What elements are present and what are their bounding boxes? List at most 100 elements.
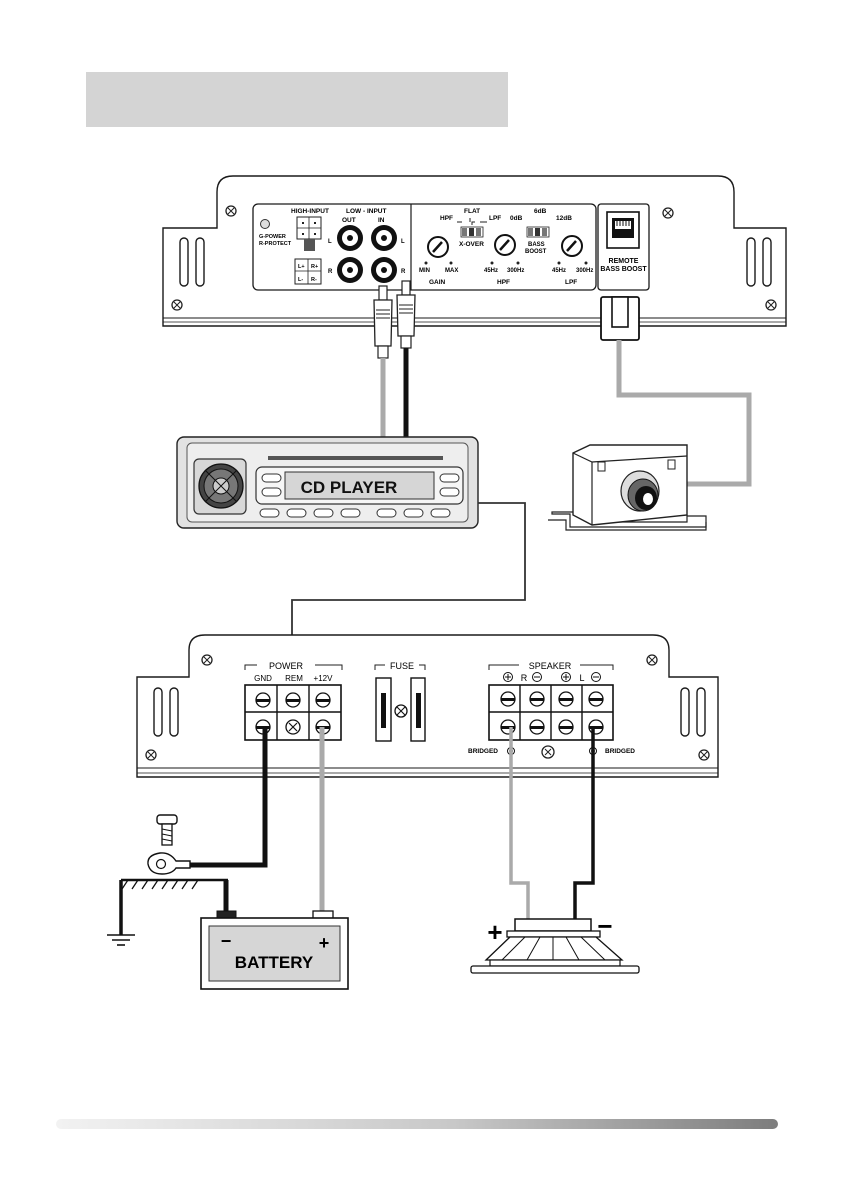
low-input-label: LOW - INPUT bbox=[346, 208, 386, 215]
rem-screw-icon bbox=[286, 720, 300, 734]
battery: − + BATTERY bbox=[201, 911, 348, 989]
remote-label: REMOTE bbox=[609, 258, 639, 265]
power-led bbox=[261, 220, 270, 229]
lpf-45hz-label: 45Hz bbox=[552, 268, 566, 274]
cd-button[interactable] bbox=[440, 474, 459, 482]
xover-label: X-OVER bbox=[459, 241, 484, 248]
gain-min-label: MIN bbox=[419, 268, 430, 274]
hpf-45hz-label: 45Hz bbox=[484, 268, 498, 274]
bridged-right-label: BRIDGED bbox=[605, 748, 635, 755]
l-plus-label: L+ bbox=[298, 264, 305, 270]
hpf-300hz-label: 300Hz bbox=[507, 268, 524, 274]
bridged-left-label: BRIDGED bbox=[468, 748, 498, 755]
gnd-label: GND bbox=[254, 674, 272, 683]
bass-boost-switch[interactable] bbox=[527, 227, 549, 237]
out-label: OUT bbox=[342, 217, 356, 224]
bass-12db-label: 12dB bbox=[556, 215, 572, 222]
rca-jack-in-l[interactable] bbox=[371, 225, 397, 251]
xover-switch[interactable] bbox=[461, 227, 483, 237]
speaker-l-label: L bbox=[579, 673, 584, 683]
lpf-switch-label: LPF bbox=[489, 215, 501, 222]
screw-icon bbox=[226, 206, 236, 216]
plus-icon bbox=[562, 673, 571, 682]
v12-label: +12V bbox=[314, 674, 334, 683]
speaker-r-label: R bbox=[521, 673, 528, 683]
flat-switch-label: FLAT bbox=[464, 208, 480, 215]
hpf-knob[interactable] bbox=[495, 235, 515, 255]
minus-icon bbox=[533, 673, 542, 682]
rca-cable-right bbox=[397, 281, 415, 437]
screw-icon bbox=[699, 750, 709, 760]
r-channel-label: R bbox=[401, 269, 406, 275]
gain-label: GAIN bbox=[429, 279, 446, 286]
l-channel-label: L bbox=[328, 239, 332, 245]
screw-icon bbox=[542, 746, 554, 758]
ring-terminal-icon bbox=[148, 853, 190, 874]
screw-icon bbox=[146, 750, 156, 760]
speaker-screw-icon bbox=[589, 720, 603, 734]
cd-button[interactable] bbox=[440, 488, 459, 496]
speaker: + − bbox=[471, 911, 639, 973]
speaker-screw-icon bbox=[530, 720, 544, 734]
hpf-label: HPF bbox=[497, 279, 510, 286]
gnd-terminal[interactable] bbox=[256, 693, 270, 707]
cd-preset-button[interactable] bbox=[287, 509, 306, 517]
connector-latch bbox=[304, 239, 315, 251]
cd-preset-button[interactable] bbox=[377, 509, 396, 517]
r-protect-label: R-PROTECT bbox=[259, 241, 292, 247]
minus-icon bbox=[592, 673, 601, 682]
cd-preset-button[interactable] bbox=[431, 509, 450, 517]
screw-icon bbox=[766, 300, 776, 310]
cd-button[interactable] bbox=[262, 474, 281, 482]
l-channel-label: L bbox=[401, 239, 405, 245]
cd-button[interactable] bbox=[262, 488, 281, 496]
r-plus-label: R+ bbox=[311, 264, 318, 270]
v12-terminal[interactable] bbox=[316, 693, 330, 707]
gain-knob[interactable] bbox=[428, 237, 448, 257]
in-label: IN bbox=[378, 217, 385, 224]
r-minus-label: R- bbox=[311, 277, 317, 283]
cd-control-dial[interactable] bbox=[194, 459, 246, 514]
lpf-label: LPF bbox=[565, 279, 577, 286]
cd-player-label: CD PLAYER bbox=[301, 478, 398, 497]
hpf-switch-label: HPF bbox=[440, 215, 453, 222]
screw-icon bbox=[663, 208, 673, 218]
high-input-label: HIGH-INPUT bbox=[291, 208, 329, 215]
battery-plus-label: + bbox=[319, 933, 330, 953]
cd-preset-button[interactable] bbox=[404, 509, 423, 517]
rca-jack-out-r[interactable] bbox=[337, 257, 363, 283]
rca-jack-in-r[interactable] bbox=[371, 257, 397, 283]
l-minus-label: L- bbox=[298, 277, 303, 283]
cd-preset-button[interactable] bbox=[260, 509, 279, 517]
lpf-300hz-label: 300Hz bbox=[576, 268, 593, 274]
speaker-terminal-l-minus[interactable] bbox=[589, 692, 603, 706]
plus-icon bbox=[504, 673, 513, 682]
fuse-label: FUSE bbox=[390, 661, 414, 671]
cd-preset-button[interactable] bbox=[341, 509, 360, 517]
top-amplifier: HIGH-INPUT G-POWER R-PROTECT L+ R+ L- R-… bbox=[163, 176, 786, 326]
speaker-terminal-l-plus[interactable] bbox=[559, 692, 573, 706]
speaker-plus-label: + bbox=[487, 917, 502, 947]
rj11-jack-icon[interactable] bbox=[607, 212, 639, 248]
speaker-screw-icon bbox=[501, 720, 515, 734]
lpf-knob[interactable] bbox=[562, 236, 582, 256]
remote-bass-boost-controller[interactable] bbox=[548, 445, 706, 530]
battery-label: BATTERY bbox=[235, 953, 314, 972]
screw-icon bbox=[202, 655, 212, 665]
battery-minus-label: − bbox=[221, 931, 232, 951]
rem-terminal[interactable] bbox=[286, 693, 300, 707]
speaker-minus-label: − bbox=[597, 911, 612, 941]
rca-cable-left bbox=[374, 286, 392, 437]
speaker-terminal-r-minus[interactable] bbox=[530, 692, 544, 706]
bass-0db-label: 0dB bbox=[510, 215, 523, 222]
cd-player: CD PLAYER bbox=[177, 437, 478, 528]
bass-6db-label: 6dB bbox=[534, 208, 547, 215]
cd-preset-button[interactable] bbox=[314, 509, 333, 517]
gain-max-label: MAX bbox=[445, 268, 458, 274]
bass-label: BASS bbox=[528, 242, 545, 248]
screw-icon bbox=[647, 655, 657, 665]
r-channel-label: R bbox=[328, 269, 333, 275]
rca-jack-out-l[interactable] bbox=[337, 225, 363, 251]
g-power-label: G-POWER bbox=[259, 234, 286, 240]
speaker-terminal-r-plus[interactable] bbox=[501, 692, 515, 706]
